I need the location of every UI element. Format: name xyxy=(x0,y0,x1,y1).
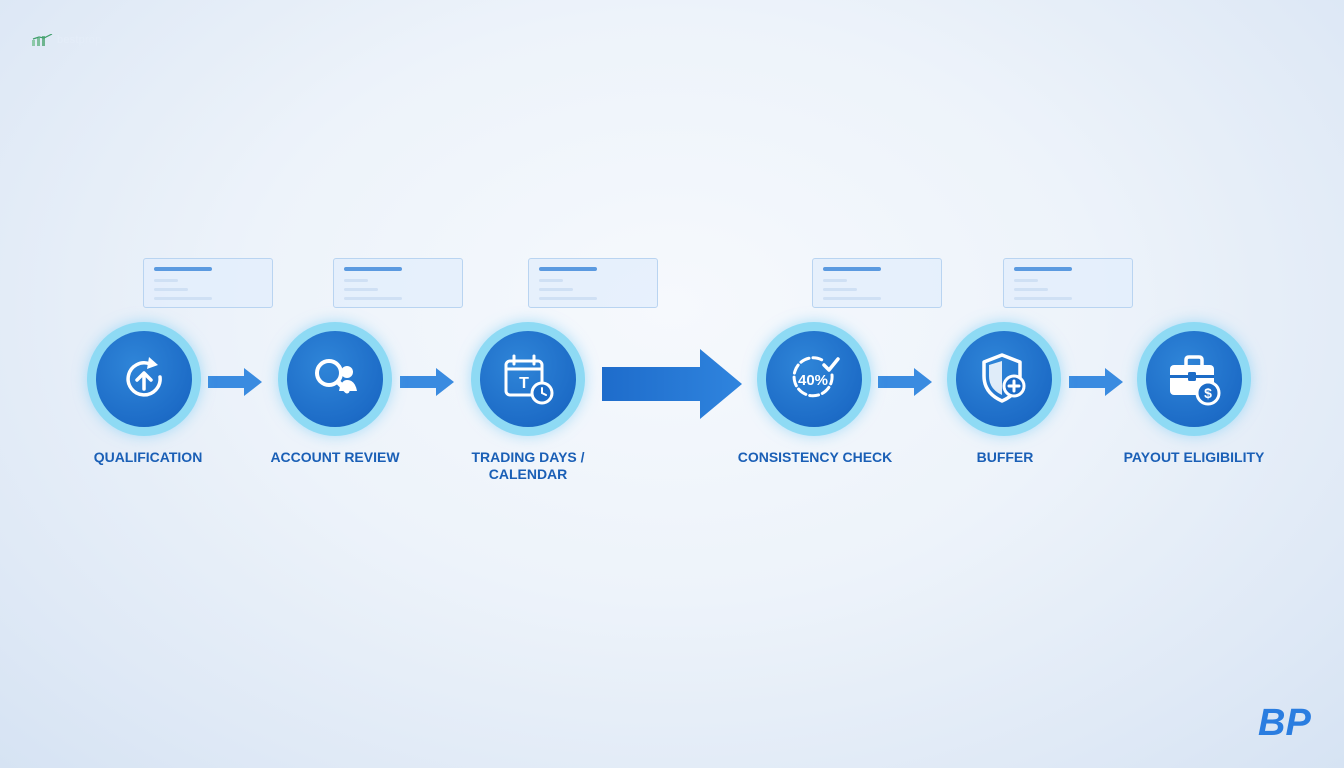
step-label: TRADING DAYS / CALENDAR xyxy=(471,449,585,482)
percent-gauge-check-icon: 40% xyxy=(792,356,840,398)
arrow-right-icon xyxy=(878,368,932,396)
step-buffer-node xyxy=(947,322,1061,436)
calendar-clock-icon: T xyxy=(504,354,554,405)
brand-logo: bestprop... xyxy=(32,34,111,46)
svg-text:$: $ xyxy=(1204,385,1212,401)
svg-text:BP: BP xyxy=(1258,702,1311,740)
arrow-right-icon xyxy=(1069,368,1123,396)
info-card xyxy=(143,258,273,308)
chart-bars-icon xyxy=(32,34,53,46)
brand-name: bestprop... xyxy=(57,34,112,46)
step-label: CONSISTENCY CHECK xyxy=(737,449,893,465)
svg-text:T: T xyxy=(519,375,529,392)
step-label: BUFFER xyxy=(976,449,1034,465)
info-card xyxy=(333,258,463,308)
large-arrow-right-icon xyxy=(602,349,742,419)
arrow-right-icon xyxy=(208,368,262,396)
step-label: PAYOUT ELIGIBILITY xyxy=(1123,449,1265,465)
step-label: QUALIFICATION xyxy=(93,449,203,465)
step-trading-days-node: T xyxy=(471,322,585,436)
step-label: ACCOUNT REVIEW xyxy=(270,449,400,465)
arrow-right-icon xyxy=(400,368,454,396)
shield-plus-icon xyxy=(982,353,1026,403)
svg-text:40%: 40% xyxy=(798,372,828,389)
refresh-up-arrow-icon xyxy=(126,357,162,397)
briefcase-dollar-icon: $ xyxy=(1170,355,1221,406)
step-consistency-check-node: 40% xyxy=(757,322,871,436)
info-card xyxy=(1003,258,1133,308)
step-qualification-node xyxy=(87,322,201,436)
bp-logo: BP xyxy=(1258,702,1311,740)
step-account-review-node xyxy=(278,322,392,436)
info-card xyxy=(528,258,658,308)
magnifier-users-icon xyxy=(315,359,357,394)
info-card xyxy=(812,258,942,308)
step-payout-eligibility-node: $ xyxy=(1137,322,1251,436)
